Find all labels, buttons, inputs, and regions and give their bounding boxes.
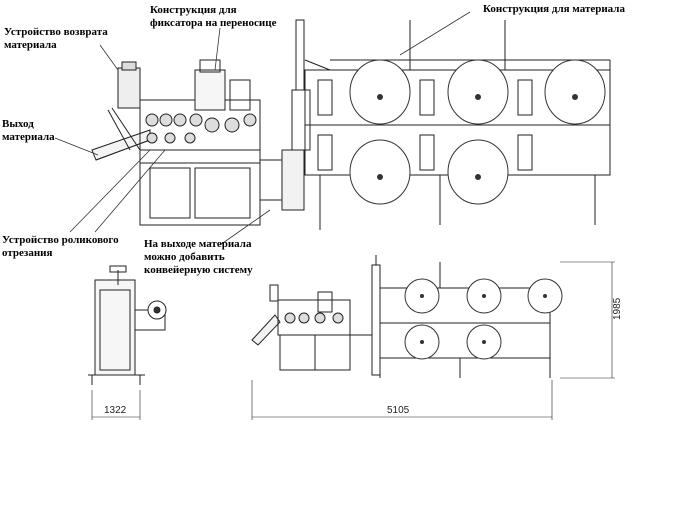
label-fixator: Конструкция для фиксатора на переносице [150,4,276,30]
label-roller-cut-line2: отрезания [2,247,53,259]
label-roller-cut-line1: Устройство роликового [2,234,119,246]
label-conveyor-line2: можно добавить [144,251,225,263]
label-output-line2: материала [2,131,55,143]
callout-lines [54,11,471,246]
label-return-device: Устройство возврата материала [4,26,108,52]
label-return-device-line1: Устройство возврата [4,26,108,38]
label-roller-cut: Устройство роликового отрезания [2,234,119,260]
label-conveyor: На выходе материала можно добавить конве… [144,238,253,277]
front-view [251,255,615,420]
isometric-view [91,19,611,230]
label-return-device-line2: материала [4,39,57,51]
label-fixator-line1: Конструкция для [150,4,237,16]
dimension-height: 1985 [612,297,623,320]
dimension-side-width: 1322 [104,405,127,416]
label-fixator-line2: фиксатора на переносице [150,17,277,29]
label-material-structure-line1: Конструкция для материала [483,3,625,15]
side-view [88,265,167,420]
dimension-front-length: 5105 [387,405,410,416]
label-conveyor-line1: На выходе материала [144,238,252,250]
label-output: Выход материала [2,118,55,144]
label-material-structure: Конструкция для материала [483,3,625,16]
label-output-line1: Выход [2,118,34,130]
label-conveyor-line3: конвейерную систему [144,264,253,276]
